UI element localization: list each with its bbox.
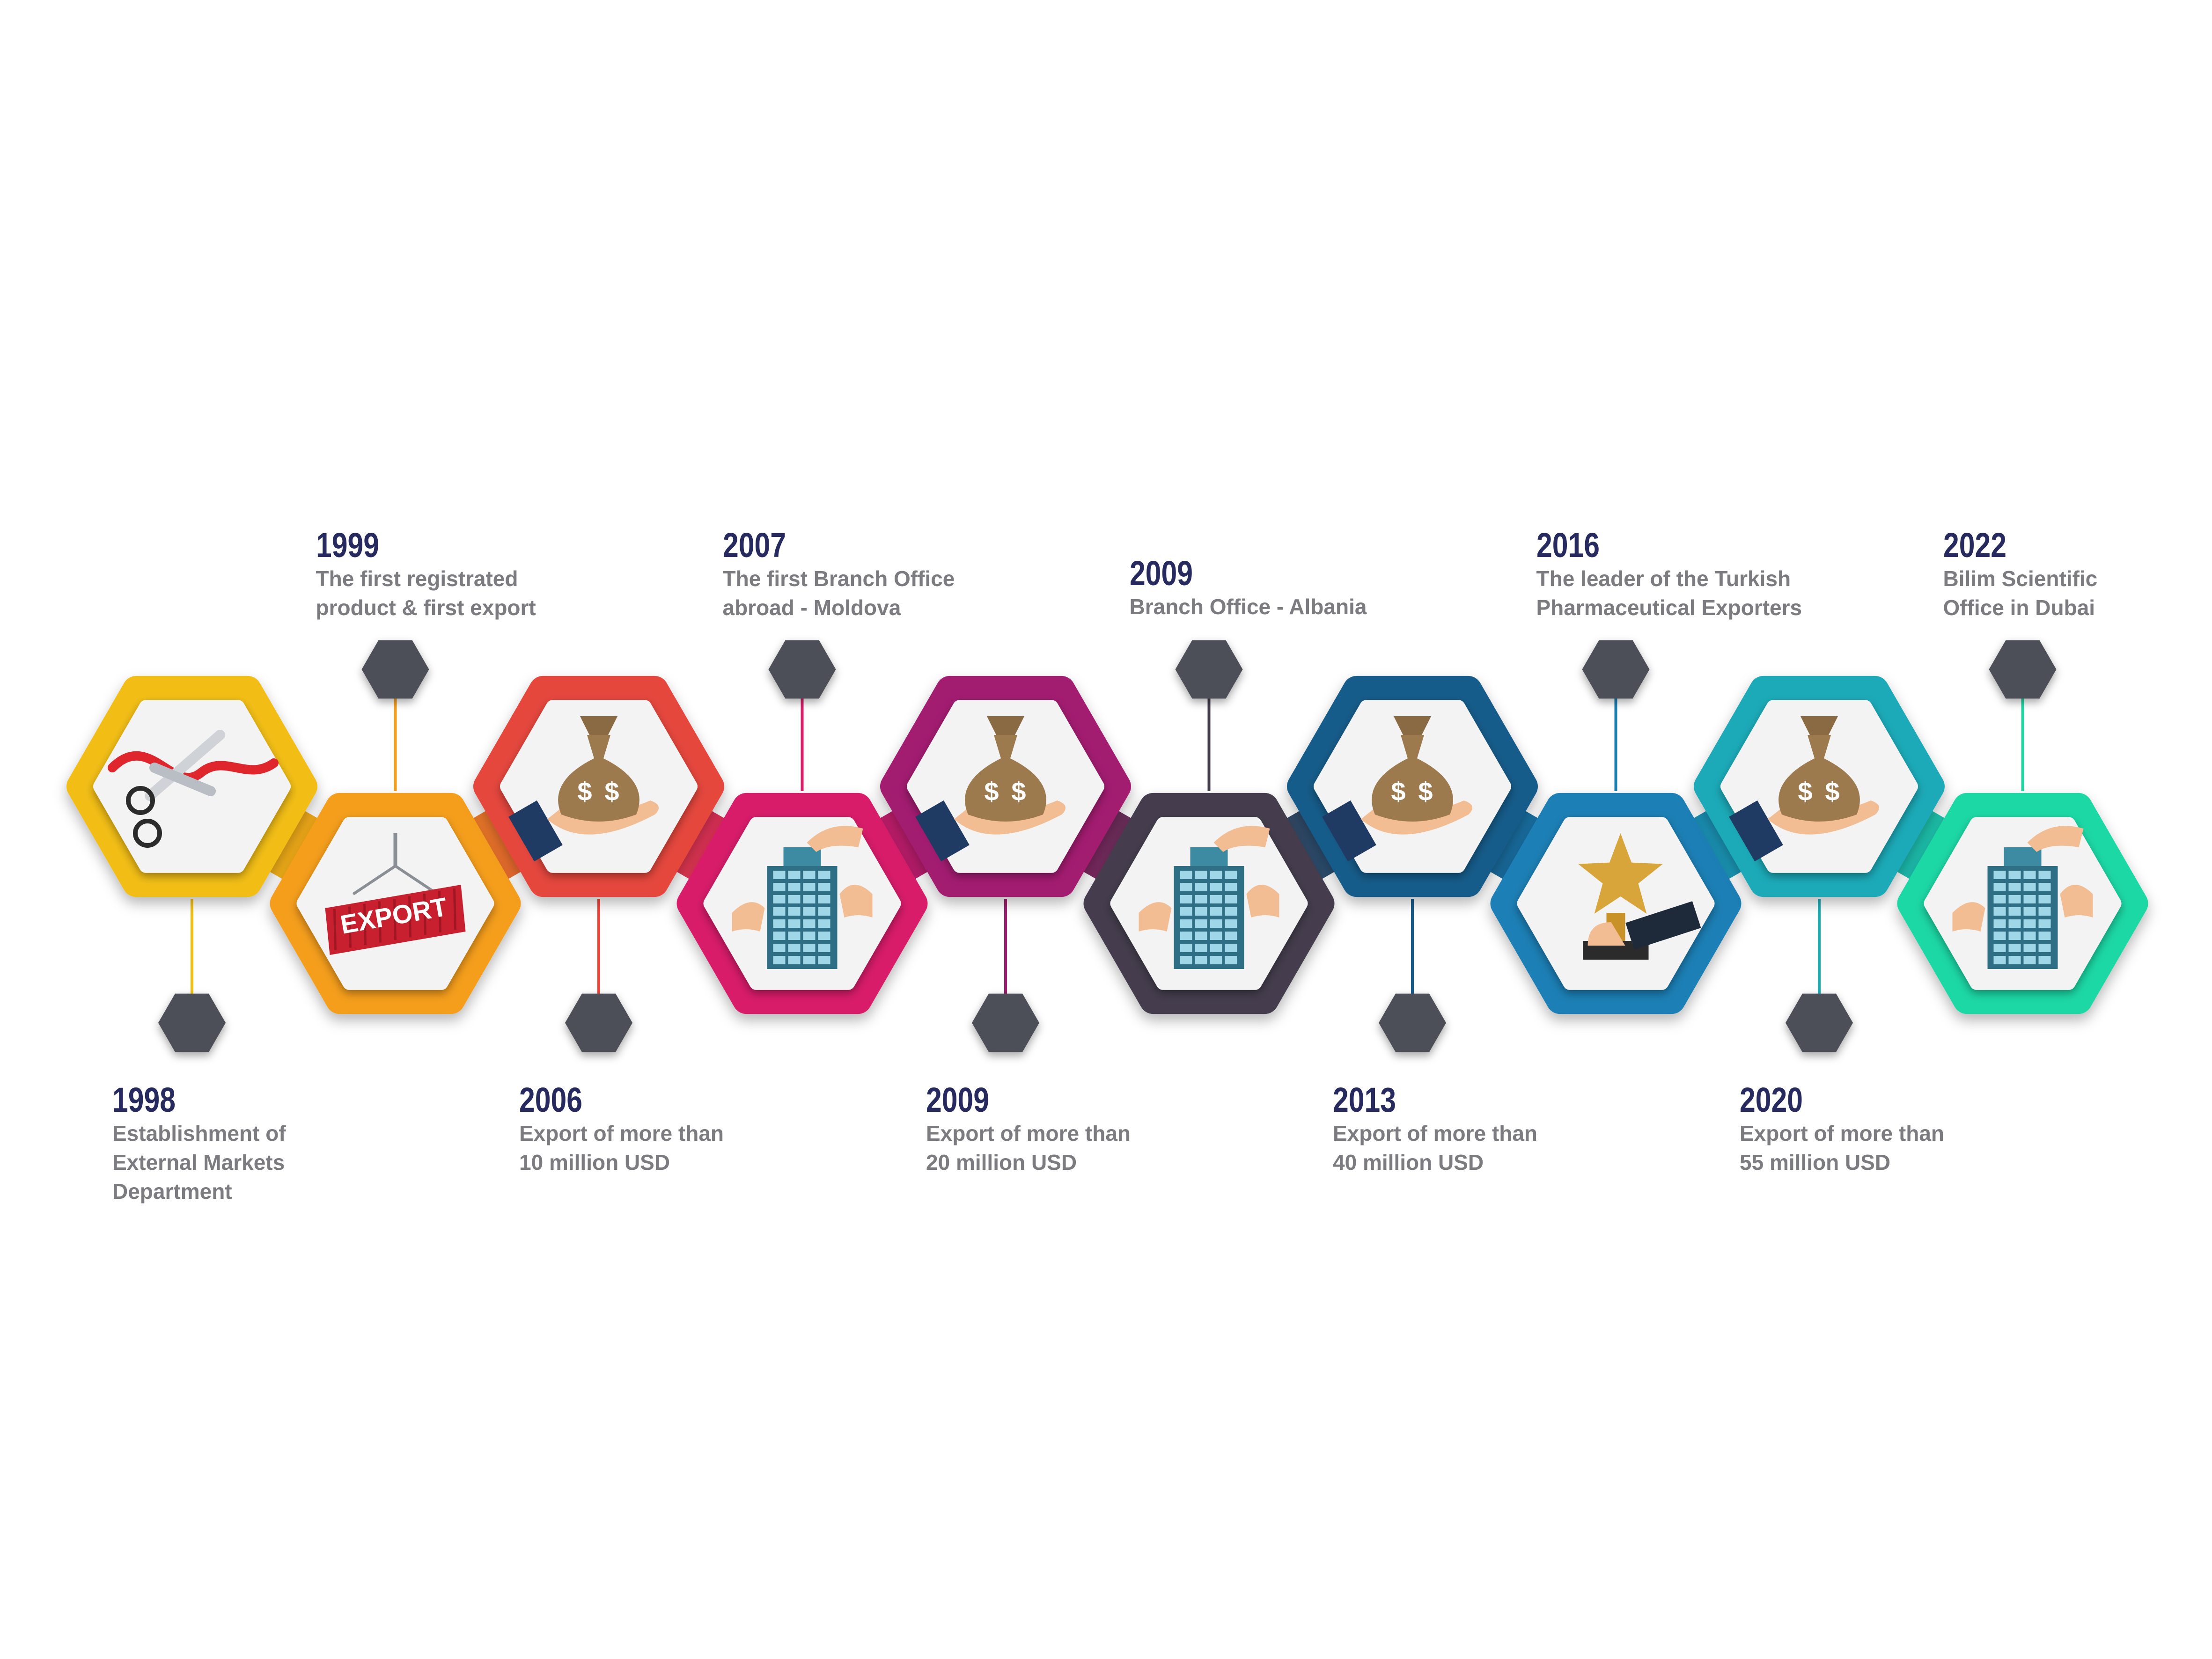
milestone-year: 2009 (1129, 554, 1193, 593)
milestone-hexagon-2006: $$ (473, 675, 724, 897)
milestone-description: The first registrated product & first ex… (316, 566, 536, 620)
svg-text:$: $ (1418, 777, 1433, 806)
timeline-zigzag-track (157, 751, 2058, 939)
milestone-description: The leader of the Turkish Pharmaceutical… (1536, 566, 1802, 620)
milestone-hexagon-2016 (1490, 793, 1742, 1014)
money-bag-hand-icon: $$ (508, 716, 659, 862)
marker-hexagon (1989, 640, 2057, 699)
svg-text:$: $ (1798, 777, 1812, 806)
milestone-hexagon-2020: $$ (1694, 675, 1945, 897)
scissors-ribbon-icon (108, 730, 279, 848)
timeline-track (157, 751, 2058, 939)
marker-hexagon (972, 993, 1039, 1052)
svg-text:$: $ (984, 777, 999, 806)
svg-text:$: $ (1825, 777, 1839, 806)
marker-hexagon (1582, 640, 1650, 699)
milestone-hexagon-2009 (1083, 793, 1335, 1014)
milestone-year: 2020 (1740, 1080, 1803, 1119)
marker-hexagon (768, 640, 836, 699)
milestone-year: 1998 (112, 1080, 176, 1119)
marker-hexagon (158, 993, 226, 1052)
milestone-year: 2009 (926, 1080, 989, 1119)
marker-hexagon (1175, 640, 1243, 699)
money-bag-hand-icon: $$ (1322, 716, 1472, 862)
marker-hexagon (1379, 993, 1446, 1052)
milestone-year: 2022 (1943, 526, 2006, 565)
export-container-icon: EXPORT (325, 833, 466, 955)
milestone-year: 2013 (1333, 1080, 1396, 1119)
milestone-description: Bilim Scientific Office in Dubai (1943, 566, 2098, 620)
office-building-hands-icon (1952, 826, 2093, 969)
milestone-description: Export of more than 40 million USD (1333, 1121, 1538, 1175)
milestone-year: 2007 (722, 526, 786, 565)
connector-stems (158, 640, 2057, 1052)
office-building-hands-icon (732, 826, 873, 969)
milestone-description: Export of more than 10 million USD (519, 1121, 724, 1175)
milestone-description: Branch Office - Albania (1129, 595, 1367, 619)
marker-hexagon (565, 993, 632, 1052)
money-bag-hand-icon: $$ (915, 716, 1066, 862)
milestone-hexagons: EXPORT$$$$$$$$ (66, 675, 2148, 1014)
money-bag-hand-icon: $$ (1729, 716, 1879, 862)
milestone-hexagon-2007 (676, 793, 928, 1014)
marker-hexagon (1786, 993, 1853, 1052)
milestone-year: 1999 (316, 526, 379, 565)
marker-hexagon (361, 640, 429, 699)
milestone-hexagon-1998 (66, 675, 317, 897)
milestone-hexagon-2009: $$ (880, 675, 1131, 897)
milestone-year: 2006 (519, 1080, 582, 1119)
milestone-year: 2016 (1536, 526, 1600, 565)
milestone-description: Establishment of External Markets Depart… (112, 1121, 286, 1204)
svg-text:$: $ (577, 777, 592, 806)
milestone-description: Export of more than 55 million USD (1740, 1121, 1945, 1175)
star-trophy-icon (1578, 833, 1701, 960)
milestone-description: Export of more than 20 million USD (926, 1121, 1131, 1175)
inner-hexagon (1517, 817, 1715, 990)
milestone-hexagon-1999: EXPORT (270, 793, 521, 1014)
milestone-hexagon-2022 (1897, 793, 2148, 1014)
svg-text:$: $ (604, 777, 619, 806)
office-building-hands-icon (1139, 826, 1279, 969)
milestone-description: The first Branch Office abroad - Moldova (722, 566, 955, 620)
svg-text:$: $ (1391, 777, 1405, 806)
milestone-hexagon-2013: $$ (1287, 675, 1538, 897)
svg-text:$: $ (1011, 777, 1026, 806)
